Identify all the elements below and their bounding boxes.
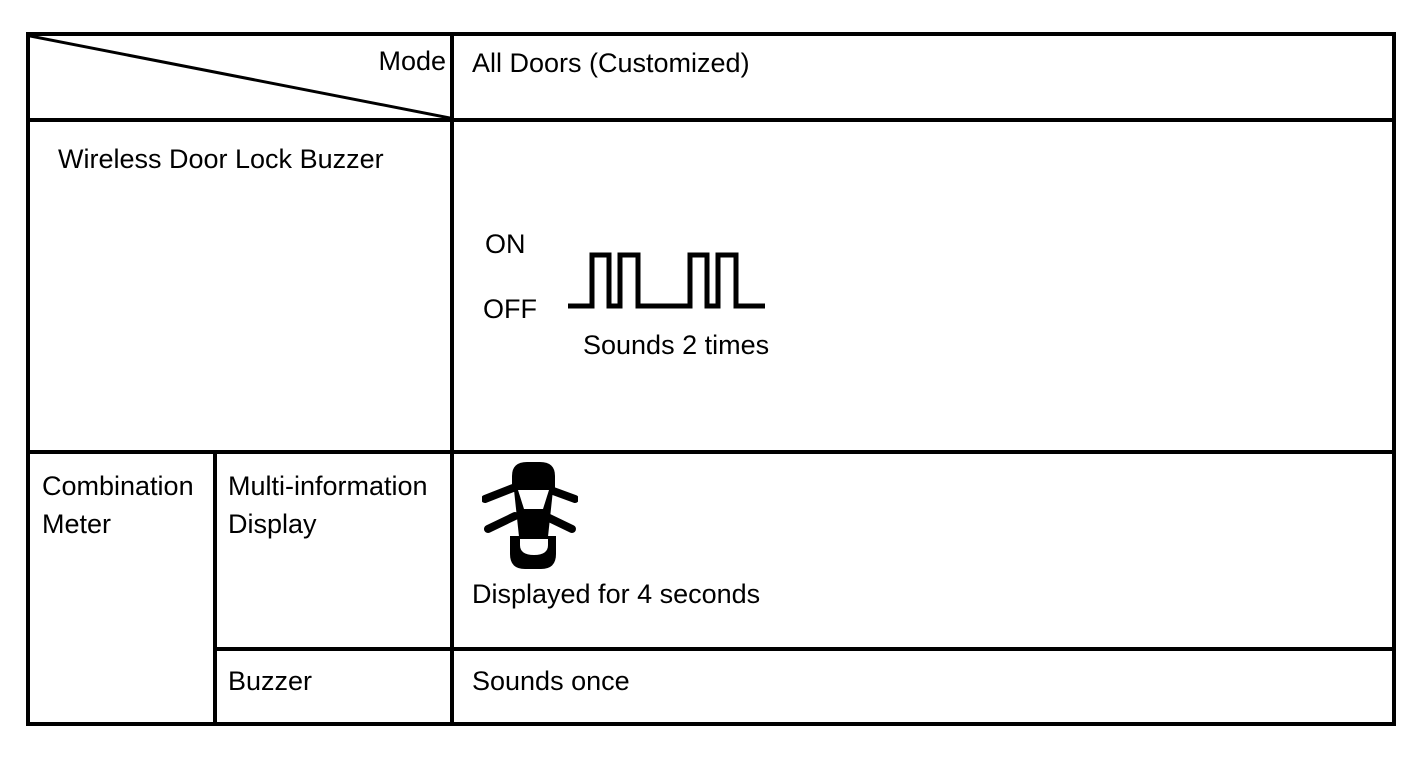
- waveform-off-label: OFF: [483, 294, 537, 324]
- diagonal-divider-line: [30, 36, 450, 118]
- combination-meter-buzzer-value: Sounds once: [472, 666, 630, 696]
- door-ajar-car-icon: [482, 462, 578, 569]
- multi-information-display-content: Displayed for 4 seconds: [454, 454, 1392, 651]
- wireless-door-lock-buzzer-label: Wireless Door Lock Buzzer: [30, 122, 454, 454]
- combination-meter-label: Combination Meter: [30, 454, 217, 722]
- multi-information-display-label: Multi-information Display: [217, 454, 454, 651]
- multi-information-display-caption: Displayed for 4 seconds: [472, 579, 761, 609]
- waveform-polyline: [568, 252, 765, 309]
- mode-corner-cell: Mode: [30, 36, 454, 122]
- waveform-on-label: ON: [485, 229, 526, 259]
- wireless-buzzer-pattern-cell: ON OFF Sounds 2 times: [454, 122, 1392, 454]
- mode-corner-label: Mode: [378, 46, 446, 76]
- waveform-caption: Sounds 2 times: [583, 330, 770, 360]
- door-lock-customize-table: Mode All Doors (Customized) Wireless Doo…: [26, 32, 1396, 726]
- buzzer-pulse-waveform: [568, 252, 765, 309]
- mode-value-cell: All Doors (Customized): [454, 36, 1392, 122]
- combination-meter-buzzer-label: Buzzer: [217, 651, 454, 722]
